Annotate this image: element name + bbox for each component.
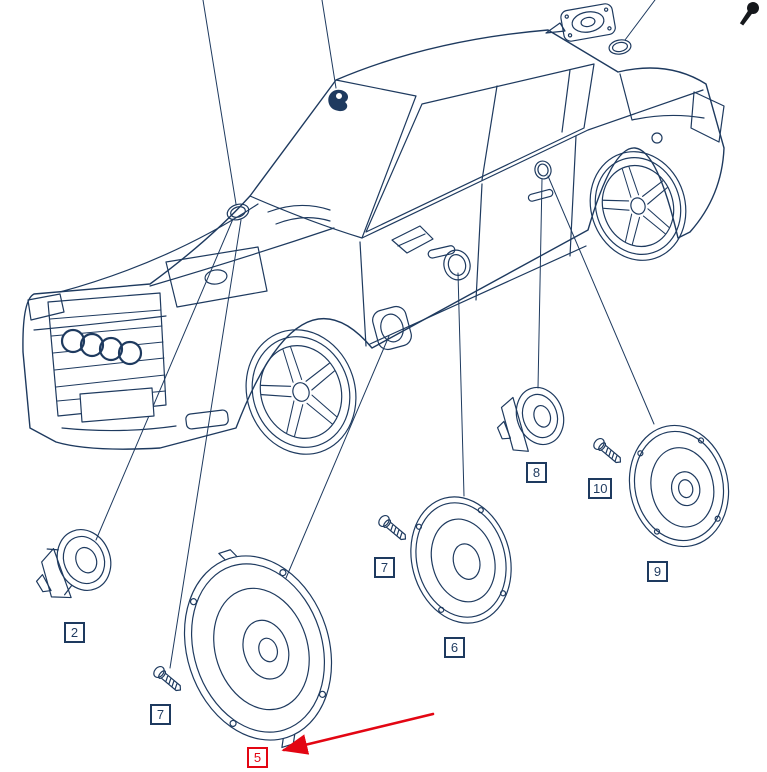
part-speaker-8 bbox=[496, 386, 565, 452]
part-screw-10 bbox=[591, 435, 625, 468]
callout-9[interactable]: 9 bbox=[647, 561, 668, 582]
car-illustration bbox=[22, 2, 759, 455]
callout-7-left[interactable]: 7 bbox=[150, 704, 171, 725]
fog-light bbox=[185, 409, 229, 430]
part-screw-7-right bbox=[376, 512, 410, 545]
clip-part bbox=[328, 89, 349, 112]
front-door-tweeter-ring bbox=[443, 249, 471, 281]
fuel-cap bbox=[651, 132, 663, 144]
corner-screw bbox=[739, 2, 759, 26]
callout-7-right[interactable]: 7 bbox=[374, 557, 395, 578]
leader-lines bbox=[95, 0, 656, 669]
part-speaker-2 bbox=[35, 529, 112, 599]
part-speaker-5 bbox=[183, 549, 333, 749]
callout-10[interactable]: 10 bbox=[588, 478, 613, 499]
front-door-woofer-opening bbox=[372, 305, 412, 351]
cowl-speaker-ring bbox=[226, 203, 250, 221]
side-mirror bbox=[391, 225, 434, 254]
rear-shelf-speaker bbox=[560, 3, 616, 42]
rear-door-speaker-ring bbox=[534, 160, 552, 180]
callout-8[interactable]: 8 bbox=[526, 462, 547, 483]
rear-wheel bbox=[589, 151, 687, 261]
callout-2[interactable]: 2 bbox=[64, 622, 85, 643]
rear-shelf-ring bbox=[608, 39, 632, 55]
callout-5[interactable]: 5 bbox=[247, 747, 268, 768]
license-plate bbox=[79, 387, 155, 423]
highlight-arrow bbox=[281, 712, 435, 755]
rear-door-handle bbox=[527, 188, 554, 202]
callout-6[interactable]: 6 bbox=[444, 637, 465, 658]
front-door-handle bbox=[427, 245, 456, 259]
headlight bbox=[165, 246, 268, 308]
audi-rings-logo bbox=[60, 328, 143, 366]
part-speaker-6 bbox=[410, 496, 512, 624]
part-speaker-9 bbox=[628, 424, 730, 548]
part-screw-7-left bbox=[151, 663, 185, 696]
